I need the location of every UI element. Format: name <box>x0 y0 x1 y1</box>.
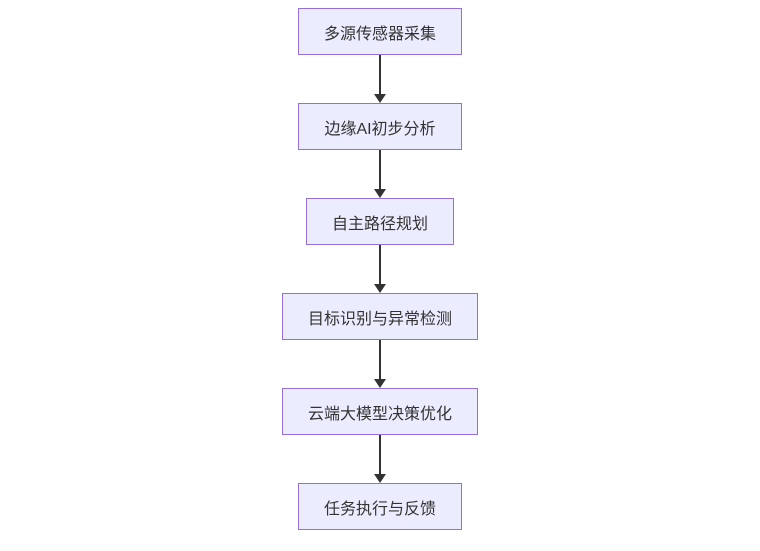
flow-arrow <box>373 435 386 483</box>
arrow-line <box>379 150 381 189</box>
arrowhead-icon <box>373 379 386 388</box>
flow-node-label: 自主路径规划 <box>331 215 428 233</box>
flow-arrow <box>373 340 386 388</box>
flow-node-C: 自主路径规划 <box>305 198 454 245</box>
flow-arrow <box>374 150 386 198</box>
flow-node-label: 任务执行与反馈 <box>323 500 436 518</box>
flow-arrow <box>373 55 386 103</box>
arrow-line <box>378 245 381 284</box>
flow-step: 多源传感器采集 <box>297 8 462 103</box>
flow-step: 目标识别与异常检测 <box>281 293 478 388</box>
arrowhead-icon <box>373 94 386 103</box>
flow-node-E: 云端大模型决策优化 <box>281 388 478 435</box>
flow-node-B: 边缘AI初步分析 <box>298 103 462 150</box>
flow-node-D: 目标识别与异常检测 <box>281 293 478 340</box>
flow-node-label: 云端大模型决策优化 <box>307 405 452 423</box>
arrowhead-icon <box>374 189 386 198</box>
flow-step: 自主路径规划 <box>305 198 454 293</box>
flow-node-label: 边缘AI初步分析 <box>324 120 436 138</box>
arrow-line <box>378 340 381 379</box>
arrow-line <box>378 55 381 94</box>
flow-step: 任务执行与反馈 <box>297 483 462 530</box>
flow-node-label: 目标识别与异常检测 <box>307 310 452 328</box>
flow-node-F: 任务执行与反馈 <box>297 483 462 530</box>
flow-node-label: 多源传感器采集 <box>323 25 436 43</box>
flow-step: 边缘AI初步分析 <box>298 103 462 198</box>
arrow-line <box>378 435 381 474</box>
flow-step: 云端大模型决策优化 <box>281 388 478 483</box>
arrowhead-icon <box>373 474 386 483</box>
arrowhead-icon <box>373 284 386 293</box>
flow-node-A: 多源传感器采集 <box>297 8 462 55</box>
flow-arrow <box>373 245 386 293</box>
